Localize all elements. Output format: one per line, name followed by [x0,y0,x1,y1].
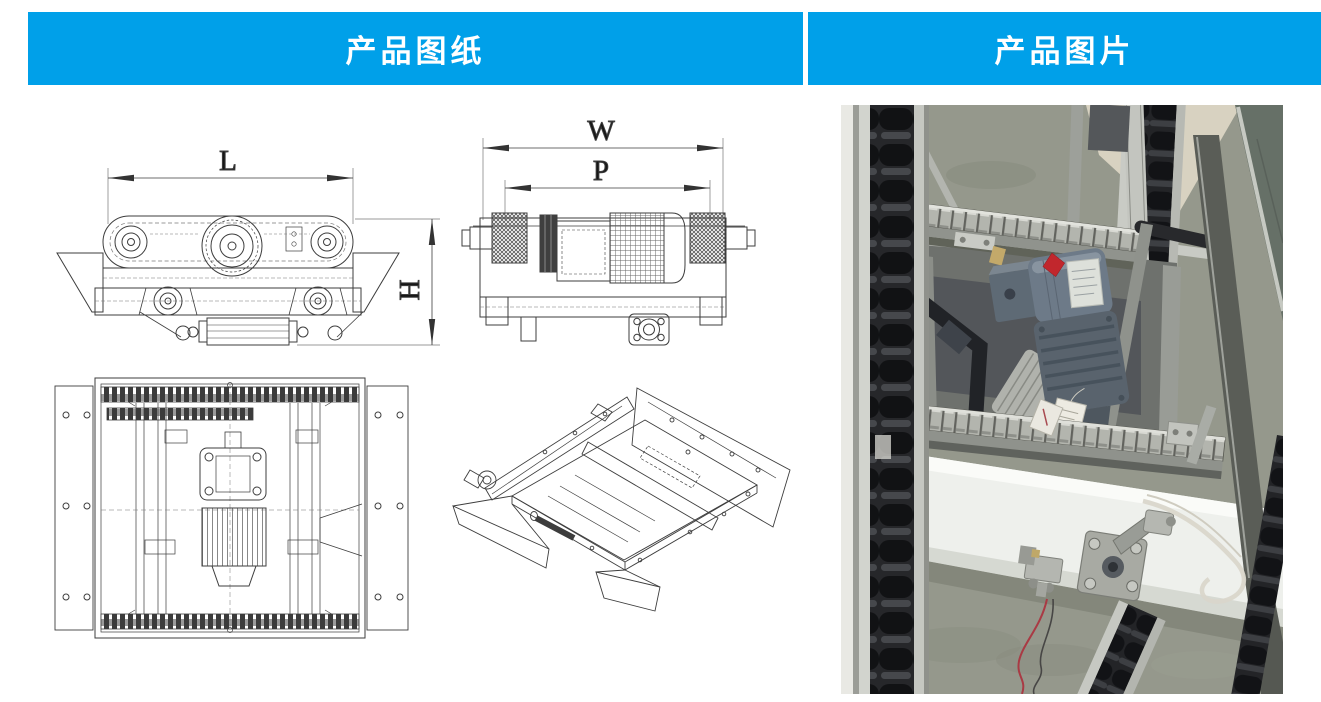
header-product-drawing-label: 产品图纸 [345,34,486,69]
drawing-side-view: L [56,145,440,346]
header-product-photo: 产品图片 [808,12,1321,85]
header-product-drawing: 产品图纸 [28,12,803,85]
product-drawings: L [54,115,791,639]
left-roller-chain [841,105,929,694]
cam-bracket-plate [1076,509,1176,602]
dimension-label-W: W [587,115,615,147]
bottom-right-chain [1062,600,1166,694]
product-photo-image [841,105,1283,694]
drawing-plan-view [54,377,409,639]
dimension-label-P: P [593,155,609,187]
motor-nameplate [1066,258,1104,309]
drawing-front-view: W P [461,115,756,346]
drawing-isometric-view [452,387,791,612]
right-lane-rail [1193,135,1283,694]
motor-logo-red-diamond [1042,252,1066,278]
white-cable [1142,498,1247,604]
machine-column-panel [1235,105,1283,321]
dimension-label-H: H [394,279,426,300]
dimension-label-L: L [219,145,237,177]
header-product-photo-label: 产品图片 [994,34,1135,69]
red-wire [1017,598,1048,694]
solenoid-valve [1018,545,1064,598]
gear-motor [988,248,1130,439]
